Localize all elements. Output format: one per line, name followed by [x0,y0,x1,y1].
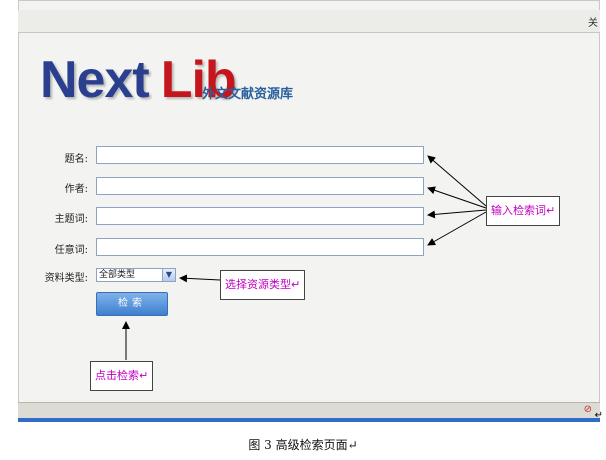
arrow-to-subject [427,209,487,219]
callout-select-type: 选择资源类型↵ [220,270,306,300]
close-text[interactable]: 关 [588,18,598,29]
status-bar [18,402,600,422]
browser-toolbar: 关 [18,10,600,33]
callout-click-search: 点击检索↵ [90,361,154,391]
arrow-to-title [427,155,487,207]
arrow-to-anyword [427,211,487,246]
title-label: 题名: [64,154,88,165]
type-label: 资料类型: [44,273,88,284]
arrow-to-author [427,186,487,209]
title-input[interactable] [96,146,424,164]
logo-subtitle: 外文文献资源库 [202,87,294,102]
arrow-to-select [179,274,221,283]
callout-input-terms: 输入检索词↵ [486,196,561,226]
blocked-icon: ⊘ [583,404,592,415]
logo-lib-text: Lib [160,51,237,109]
anyword-label: 任意词: [54,245,88,256]
line-end-mark: ↵ [594,410,603,421]
chevron-down-icon[interactable]: ▼ [162,269,175,281]
type-selected-value: 全部类型 [99,270,136,280]
figure-caption: 图 3 高级检索页面↵ [248,438,358,452]
anyword-input[interactable] [96,238,424,256]
logo-next-text: Next [40,51,150,109]
author-label: 作者: [64,184,88,195]
author-input[interactable] [96,177,424,195]
subject-label: 主题词: [54,214,88,225]
search-button[interactable]: 检索 [96,292,168,316]
resource-type-select[interactable]: 全部类型 ▼ [96,268,176,282]
subject-input[interactable] [96,207,424,225]
taskbar-line [18,418,600,422]
